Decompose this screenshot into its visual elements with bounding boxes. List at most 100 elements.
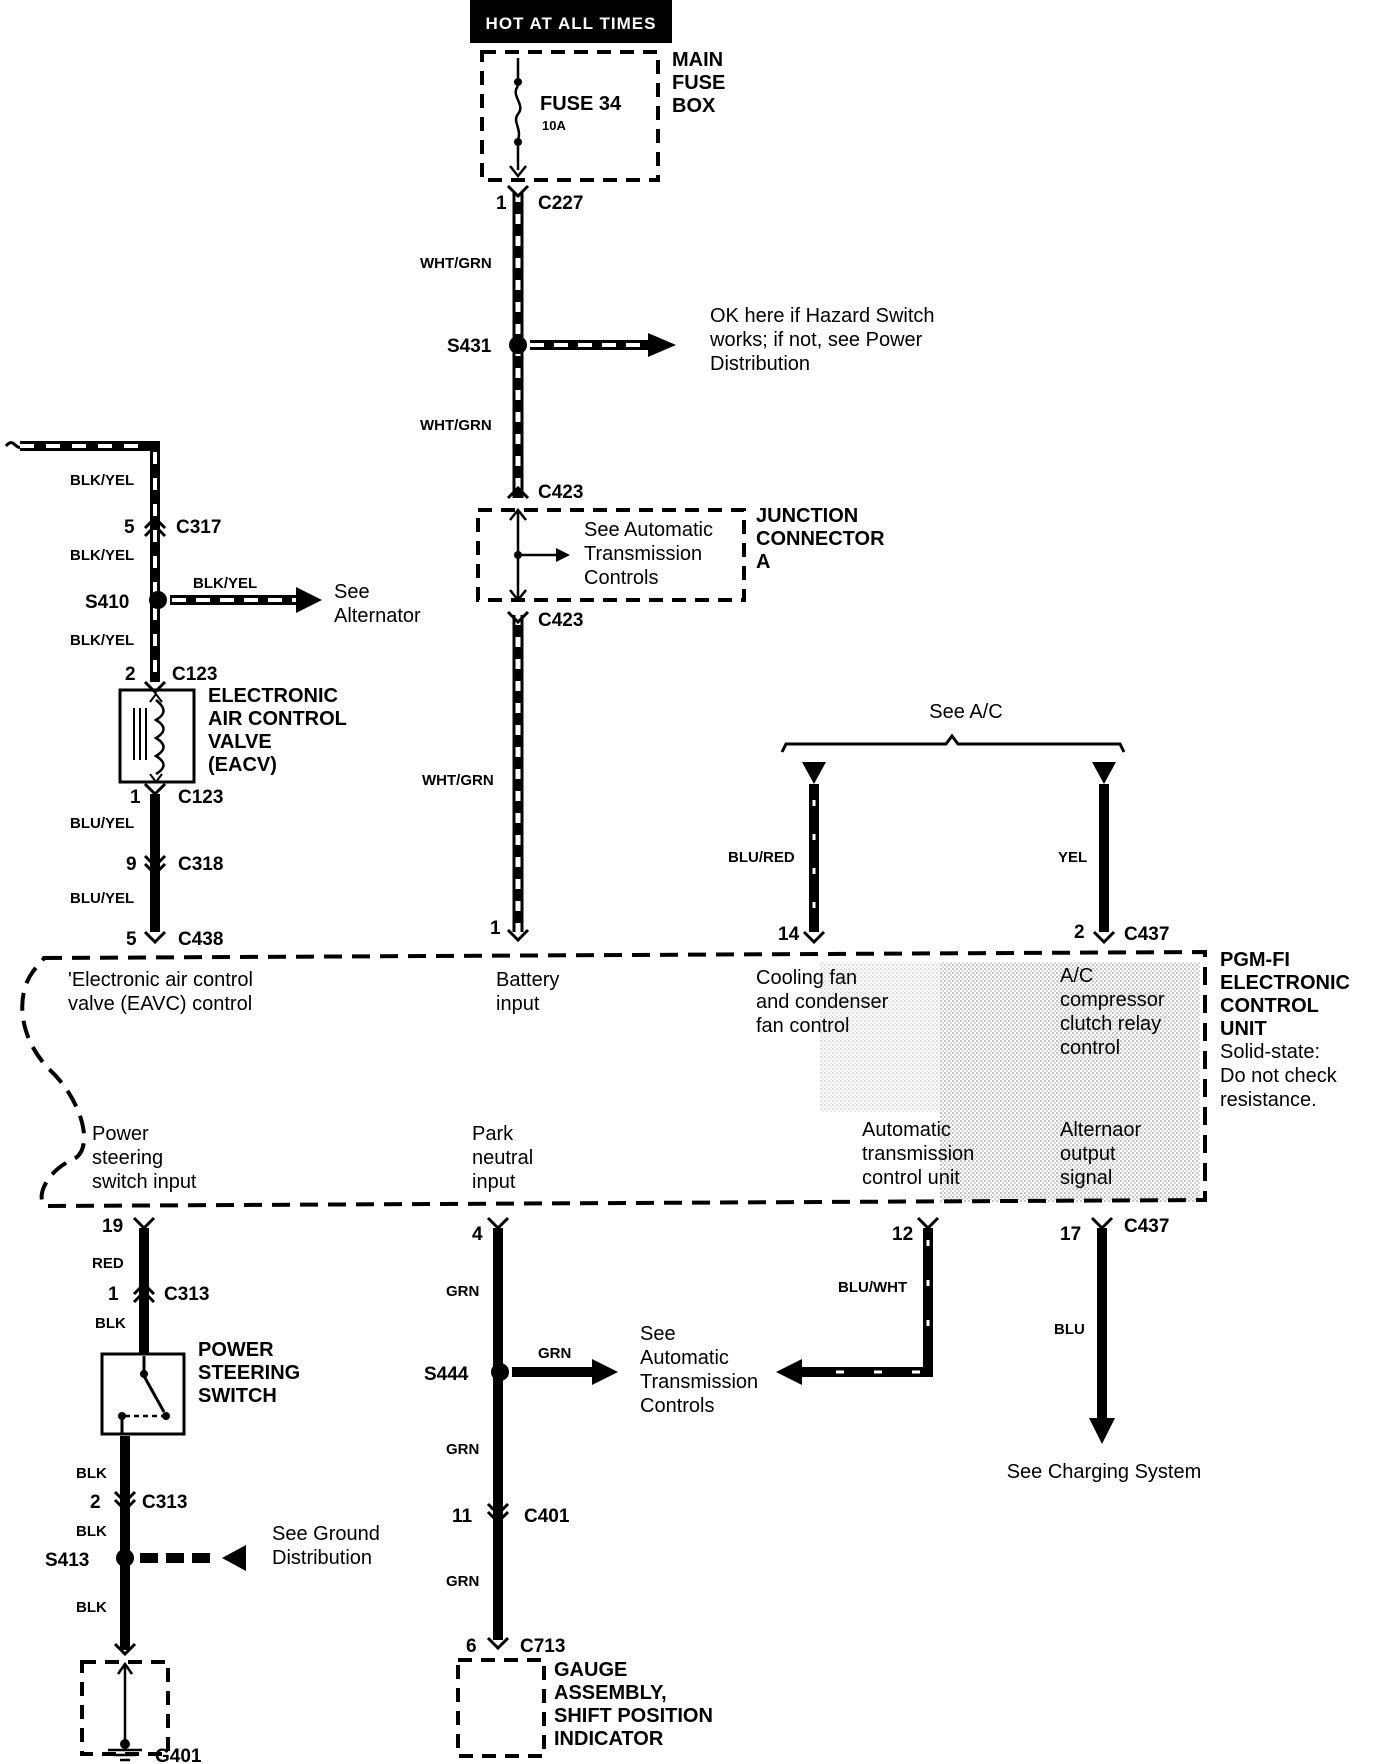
pin-c318: 9 [126, 854, 137, 875]
auto-trans-note-3: Transmission [640, 1371, 758, 1393]
ecu-pin-alt-2: output [1060, 1143, 1116, 1165]
eacv-title-3: VALVE [208, 731, 272, 753]
label-g401: G401 [155, 1746, 202, 1764]
connector-c317: 5 C317 [124, 515, 221, 538]
label-c437-bottom: C437 [1124, 1216, 1169, 1237]
label-s431: S431 [447, 336, 492, 357]
label-c317: C317 [176, 517, 221, 538]
ecu-pin-park-1: Park [472, 1123, 514, 1145]
pin-12: 12 [892, 1224, 913, 1245]
gauge-title-1: GAUGE [554, 1659, 627, 1681]
hazard-note-3: Distribution [710, 353, 810, 375]
hot-at-all-times-banner: HOT AT ALL TIMES [470, 0, 672, 43]
ecu-note-1: Solid-state: [1220, 1041, 1320, 1063]
ps-switch-title-1: POWER [198, 1339, 274, 1361]
ecu-note-3: resistance. [1220, 1089, 1317, 1111]
pin-c401: 11 [452, 1506, 473, 1527]
wire-label-blk-yel-2: BLK/YEL [70, 547, 134, 564]
splice-s431: S431 [447, 333, 676, 357]
ecu-pin-atcu-1: Automatic [862, 1119, 951, 1141]
hazard-note-1: OK here if Hazard Switch [710, 305, 935, 327]
hot-label: HOT AT ALL TIMES [486, 14, 657, 33]
wire-label-blu-yel-2: BLU/YEL [70, 890, 134, 907]
pin-c313-top: 1 [108, 1284, 119, 1305]
blk-yel-wire [4, 441, 160, 682]
ground-dist-note-2: Distribution [272, 1547, 372, 1569]
eacv-title-4: (EACV) [208, 754, 277, 776]
label-c313-top: C313 [164, 1284, 209, 1305]
junction-title-2: CONNECTOR [756, 528, 885, 550]
connector-c401: 11 C401 [452, 1502, 570, 1527]
pin-17: 17 [1060, 1224, 1081, 1245]
junction-note-1: See Automatic [584, 519, 713, 541]
auto-trans-note-2: Automatic [640, 1347, 729, 1369]
ground-g401: G401 [80, 1642, 202, 1764]
wire-label-blk-3: BLK [76, 1523, 107, 1540]
alternator-note-2: Alternator [334, 605, 421, 627]
ecu-pin-battery-2: input [496, 993, 540, 1015]
label-c227: C227 [538, 193, 583, 214]
pin-c317: 5 [124, 517, 135, 538]
pin-c438: 5 [126, 929, 137, 950]
wire-label-grn-s444: GRN [538, 1345, 571, 1362]
ecu-note-2: Do not check [1220, 1065, 1338, 1087]
pin-c123-top: 2 [125, 664, 136, 685]
pin-c713: 6 [466, 1636, 477, 1657]
eacv-valve: 2 C123 1 C123 ELECTRONIC AIR CONTROL VAL… [118, 664, 347, 808]
eacv-title-2: AIR CONTROL [208, 708, 347, 730]
label-s413: S413 [45, 1550, 89, 1571]
ecu-pin-ps-1: Power [92, 1123, 149, 1145]
splice-s413: S413 [45, 1545, 246, 1571]
label-s410: S410 [85, 592, 129, 613]
junction-note-3: Controls [584, 567, 658, 589]
blu-wire [1089, 1228, 1115, 1444]
ecu-pin-alt-1: Alternaor [1060, 1119, 1141, 1141]
junction-title-3: A [756, 551, 770, 573]
wire-label-grn-2: GRN [446, 1441, 479, 1458]
fuse-box-label-3: BOX [672, 95, 716, 117]
label-c123-bottom: C123 [178, 787, 223, 808]
pin-c227: 1 [496, 193, 507, 214]
see-ac-label: See A/C [929, 701, 1002, 723]
auto-trans-note-1: See [640, 1323, 676, 1345]
wire-label-red: RED [92, 1255, 124, 1272]
ecu-pin-cooling-1: Cooling fan [756, 967, 857, 989]
auto-trans-note-4: Controls [640, 1395, 714, 1417]
ecu-pin-atcu-2: transmission [862, 1143, 974, 1165]
ecu-pin-ac-2: compressor [1060, 989, 1165, 1011]
ecu-title-4: UNIT [1220, 1018, 1267, 1040]
gauge-title-2: ASSEMBLY, [554, 1682, 667, 1704]
wire-label-grn-1: GRN [446, 1283, 479, 1300]
splice-s444: S444 GRN [424, 1345, 618, 1385]
ecu-pin-ps-2: steering [92, 1147, 163, 1169]
gauge-title-3: SHIFT POSITION [554, 1705, 713, 1727]
gauge-title-4: INDICATOR [554, 1728, 664, 1750]
wire-label-blk-4: BLK [76, 1599, 107, 1616]
ecu-title-1: PGM-FI [1220, 949, 1290, 971]
ecu-pin-battery-1: Battery [496, 969, 559, 991]
wire-label-blu-red: BLU/RED [728, 849, 795, 866]
label-c438: C438 [178, 929, 223, 950]
fuse-box-label-1: MAIN [672, 49, 723, 71]
ps-switch-title-2: STEERING [198, 1362, 300, 1384]
ecu-pin-park-2: neutral [472, 1147, 533, 1169]
label-c437-top: C437 [1124, 924, 1169, 945]
wire-label-blu-yel-1: BLU/YEL [70, 815, 134, 832]
label-c423-top: C423 [538, 482, 583, 503]
fuse-rating: 10A [542, 118, 566, 133]
pin-2: 2 [1074, 922, 1085, 943]
main-fuse-box: FUSE 34 10A MAIN FUSE BOX [480, 49, 725, 182]
ecu-pin-ac-1: A/C [1060, 965, 1093, 987]
hazard-note-2: works; if not, see Power [709, 329, 923, 351]
wire-label-wht-grn-2: WHT/GRN [420, 417, 492, 434]
label-c318: C318 [178, 854, 223, 875]
wire-label-blu-wht: BLU/WHT [838, 1279, 907, 1296]
pin-c313-bottom: 2 [90, 1492, 101, 1513]
ecu-pin-alt-3: signal [1060, 1167, 1112, 1189]
ecu-box: PGM-FI ELECTRONIC CONTROL UNIT Solid-sta… [20, 949, 1350, 1209]
label-c401: C401 [524, 1506, 570, 1527]
junction-note-2: Transmission [584, 543, 702, 565]
pin-4: 4 [472, 1224, 483, 1245]
wire-label-wht-grn-3: WHT/GRN [422, 772, 494, 789]
